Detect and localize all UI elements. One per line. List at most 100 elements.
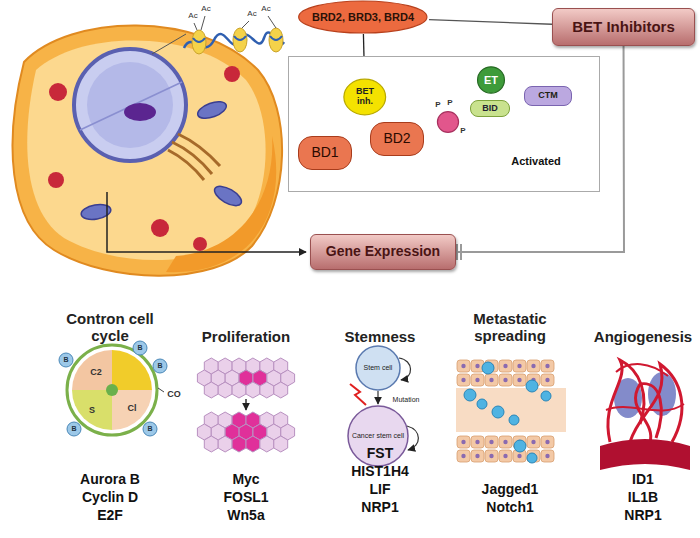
connector: [429, 20, 552, 25]
bromodomain-box: BD2: [370, 122, 424, 156]
bid-domain-box: BID: [470, 100, 510, 117]
metastasis-figure: [503, 454, 507, 458]
metastasis-figure: [517, 454, 521, 458]
metastasis-figure: [475, 440, 479, 444]
metastasis-figure: [461, 440, 465, 444]
shape-outline: [299, 1, 427, 33]
metastasis-figure: [541, 450, 554, 462]
metastasis-figure: [545, 364, 549, 368]
node-text: Gene Expression: [326, 244, 440, 259]
cell-illustration: [48, 172, 64, 188]
gene-name: NRP1: [361, 500, 398, 516]
shape-outline: [478, 67, 505, 93]
cell-illustration: [193, 237, 207, 251]
metastasis-cells: [464, 389, 476, 401]
chromatin: [184, 16, 284, 54]
metastasis-figure: [457, 374, 470, 386]
metastasis-figure: [457, 436, 470, 448]
cell-illustration: [224, 66, 240, 82]
text-holder: BRD2, BRD3, BRD4: [296, 0, 430, 34]
marker-label: B: [157, 362, 162, 370]
metastasis-cells: [464, 362, 551, 463]
ctm-domain-box: CTM: [524, 86, 572, 106]
cell-illustration: [13, 25, 283, 275]
metastasis-figure: [513, 360, 526, 372]
domain-frame: ActivatedBET inh.BD1BD2PPPETBIDCTM: [288, 56, 600, 192]
metastasis-figure: [531, 440, 535, 444]
output-box: Gene Expression: [310, 234, 456, 270]
node-text: BD2: [383, 131, 410, 146]
chromatin: [242, 21, 249, 28]
proliferation-tissue: [204, 436, 218, 452]
metastasis-cells: [527, 453, 537, 463]
metastasis-figure: [456, 388, 566, 432]
proliferation-tissue: [274, 382, 288, 398]
metastasis-figure: [545, 440, 549, 444]
cell-illustration: [87, 62, 173, 148]
gene-name: Notch1: [486, 500, 533, 516]
stemness-figure: [348, 406, 408, 466]
text-holder: BET Inhibitors: [553, 9, 694, 45]
stemness-figure: [356, 346, 400, 390]
metastasis-cells: [509, 415, 519, 425]
proliferation-tissue: [197, 358, 294, 452]
stemness-figure: [377, 391, 378, 404]
metastasis-figure: [545, 378, 549, 382]
node-text: BRD2, BRD3, BRD4: [312, 11, 414, 23]
expression-arrow: [107, 192, 306, 252]
cell-label: Stem cell: [358, 364, 398, 372]
metastasis-figure: [461, 364, 465, 368]
proliferation-tissue: [246, 436, 260, 452]
cell-illustration: [74, 49, 186, 161]
et-domain-circle: ET: [477, 66, 505, 94]
cell-illustration: [151, 219, 169, 237]
cell-illustration: [168, 150, 204, 180]
gene-name: Wn5a: [227, 508, 264, 524]
metastasis-figure: [489, 378, 493, 382]
metastasis-figure: [527, 436, 540, 448]
cell-illustration: [212, 182, 245, 209]
chromatin: [194, 23, 197, 30]
metastasis-figure: [475, 454, 479, 458]
metastasis-figure: [485, 450, 498, 462]
metastasis-figure: [503, 440, 507, 444]
angiogenesis-figure: [608, 360, 644, 442]
text-holder: CTM: [525, 87, 571, 105]
metastasis-figure: [545, 454, 549, 458]
node-text: P: [447, 99, 452, 108]
text-holder: ET: [477, 66, 505, 94]
proliferation-tissue: [246, 382, 260, 398]
bromodomain-box: BD1: [298, 136, 352, 170]
cell-label: Mutation: [393, 396, 420, 404]
acetyl-label: Ac: [188, 12, 197, 21]
cell-cycle: [59, 353, 73, 367]
marker-label: B: [137, 344, 142, 352]
gene-name: LIF: [370, 482, 391, 498]
protein-oval: BRD2, BRD3, BRD4: [296, 0, 430, 34]
panel-title: Proliferation: [202, 329, 290, 346]
metastasis-figure: [517, 378, 521, 382]
metastasis-figure: [499, 436, 512, 448]
metastasis-figure: [503, 378, 507, 382]
shape-outline: [437, 112, 458, 133]
proliferation-tissue: [245, 399, 247, 410]
phase-label: Cl: [128, 403, 137, 413]
metastasis-figure: [517, 364, 521, 368]
chromatin: [201, 16, 205, 30]
gene-name: IL1B: [628, 490, 658, 506]
marker-label: B: [63, 356, 68, 364]
proliferation-tissue: [204, 382, 218, 398]
angiogenesis-figure: [600, 360, 690, 470]
chromatin: [193, 36, 282, 42]
metastasis-figure: [457, 360, 470, 372]
cell-cycle: [106, 384, 118, 396]
metastasis-figure: [456, 360, 566, 462]
metastasis-cells: [541, 391, 551, 401]
cell-illustration: [80, 82, 182, 130]
text-holder: Gene Expression: [311, 235, 455, 269]
cell-illustration: [196, 98, 229, 121]
proliferation-tissue: [274, 436, 288, 452]
cell-illustration: [172, 142, 212, 174]
metastasis-figure: [461, 454, 465, 458]
